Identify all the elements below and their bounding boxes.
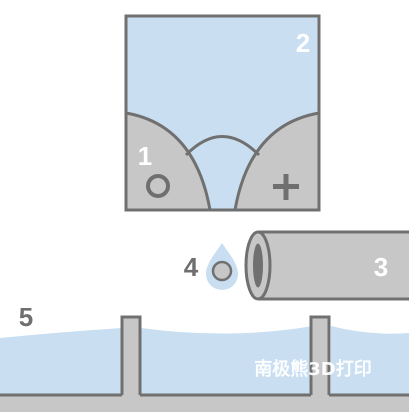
bath: 5	[0, 302, 409, 412]
droplet: 4	[184, 243, 238, 290]
box-outline	[124, 14, 321, 212]
label-nozzle: 3	[374, 252, 388, 282]
droplet-core	[211, 260, 233, 282]
bath-floor	[0, 395, 409, 412]
bath-wall-left	[120, 315, 142, 395]
label-bath: 5	[19, 302, 33, 332]
minus-symbol-icon	[146, 174, 170, 198]
label-left-electrode: 1	[138, 141, 152, 171]
nozzle-body	[258, 232, 409, 299]
electrode-box: 2 1	[124, 14, 321, 212]
bath-water	[0, 326, 409, 395]
meniscus-arc	[184, 135, 261, 157]
nozzle-outline	[258, 230, 409, 301]
plus-symbol-icon	[273, 174, 299, 200]
nozzle-inner	[253, 243, 263, 288]
label-box: 2	[296, 28, 310, 58]
bath-wall-right	[309, 315, 331, 395]
watermark: 南极熊3D打印	[254, 358, 371, 380]
label-droplet: 4	[184, 252, 199, 282]
nozzle-tube: 3	[244, 230, 409, 301]
